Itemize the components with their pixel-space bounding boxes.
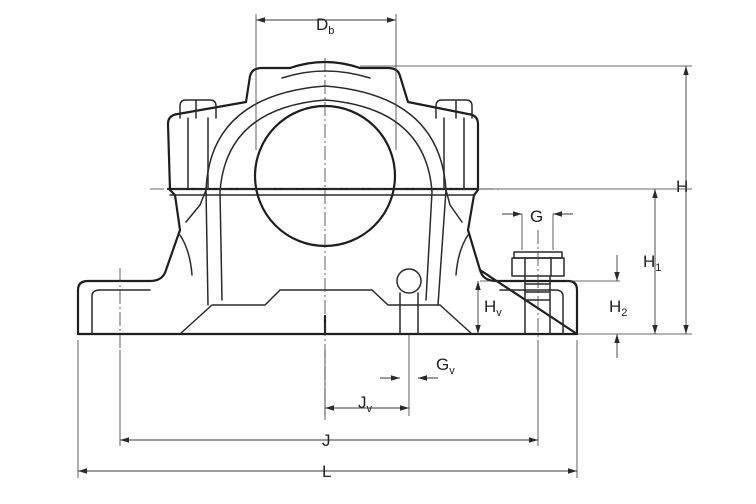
- housing-body-left: [164, 66, 292, 272]
- base-inner-step-right: [499, 289, 564, 335]
- label-h2: H2: [609, 297, 627, 319]
- dimension-lines: [78, 17, 689, 474]
- left-rib: [179, 234, 193, 276]
- label-jv: Jv: [358, 393, 373, 415]
- center-lines: [119, 58, 539, 420]
- label-gv: Gv: [436, 355, 455, 377]
- housing-body-right: [358, 66, 482, 272]
- label-l: L: [322, 462, 331, 481]
- label-h1: H1: [643, 252, 661, 274]
- grease-hole-bore: [399, 292, 419, 335]
- bolt-head-left: [179, 99, 217, 119]
- label-j: J: [322, 431, 331, 450]
- label-hv: Hv: [484, 297, 502, 319]
- attachment-bolt-shank: [524, 275, 551, 335]
- lower-web: [179, 289, 473, 335]
- right-shoulder: [445, 189, 463, 223]
- dimension-labels: Db H H1 H2 Hv G Gv Jv J L: [316, 15, 688, 481]
- attachment-bolt-thread: [524, 283, 551, 301]
- label-db: Db: [316, 15, 334, 37]
- bolt-shank-left: [187, 117, 209, 190]
- attachment-bolt-washer: [513, 251, 563, 259]
- right-rib: [455, 234, 469, 276]
- left-shoulder: [185, 189, 207, 223]
- housing-base: [76, 268, 579, 336]
- base-inner-step-left: [91, 289, 151, 335]
- housing-outline: [76, 60, 579, 336]
- label-g: G: [530, 207, 543, 226]
- bolt-shank-right: [443, 117, 465, 190]
- grease-hole: [396, 268, 422, 294]
- housing-cap-top-inner: [281, 70, 371, 79]
- bolt-head-right: [435, 99, 473, 119]
- inner-arch-inner: [219, 99, 433, 301]
- label-h: H: [676, 177, 688, 196]
